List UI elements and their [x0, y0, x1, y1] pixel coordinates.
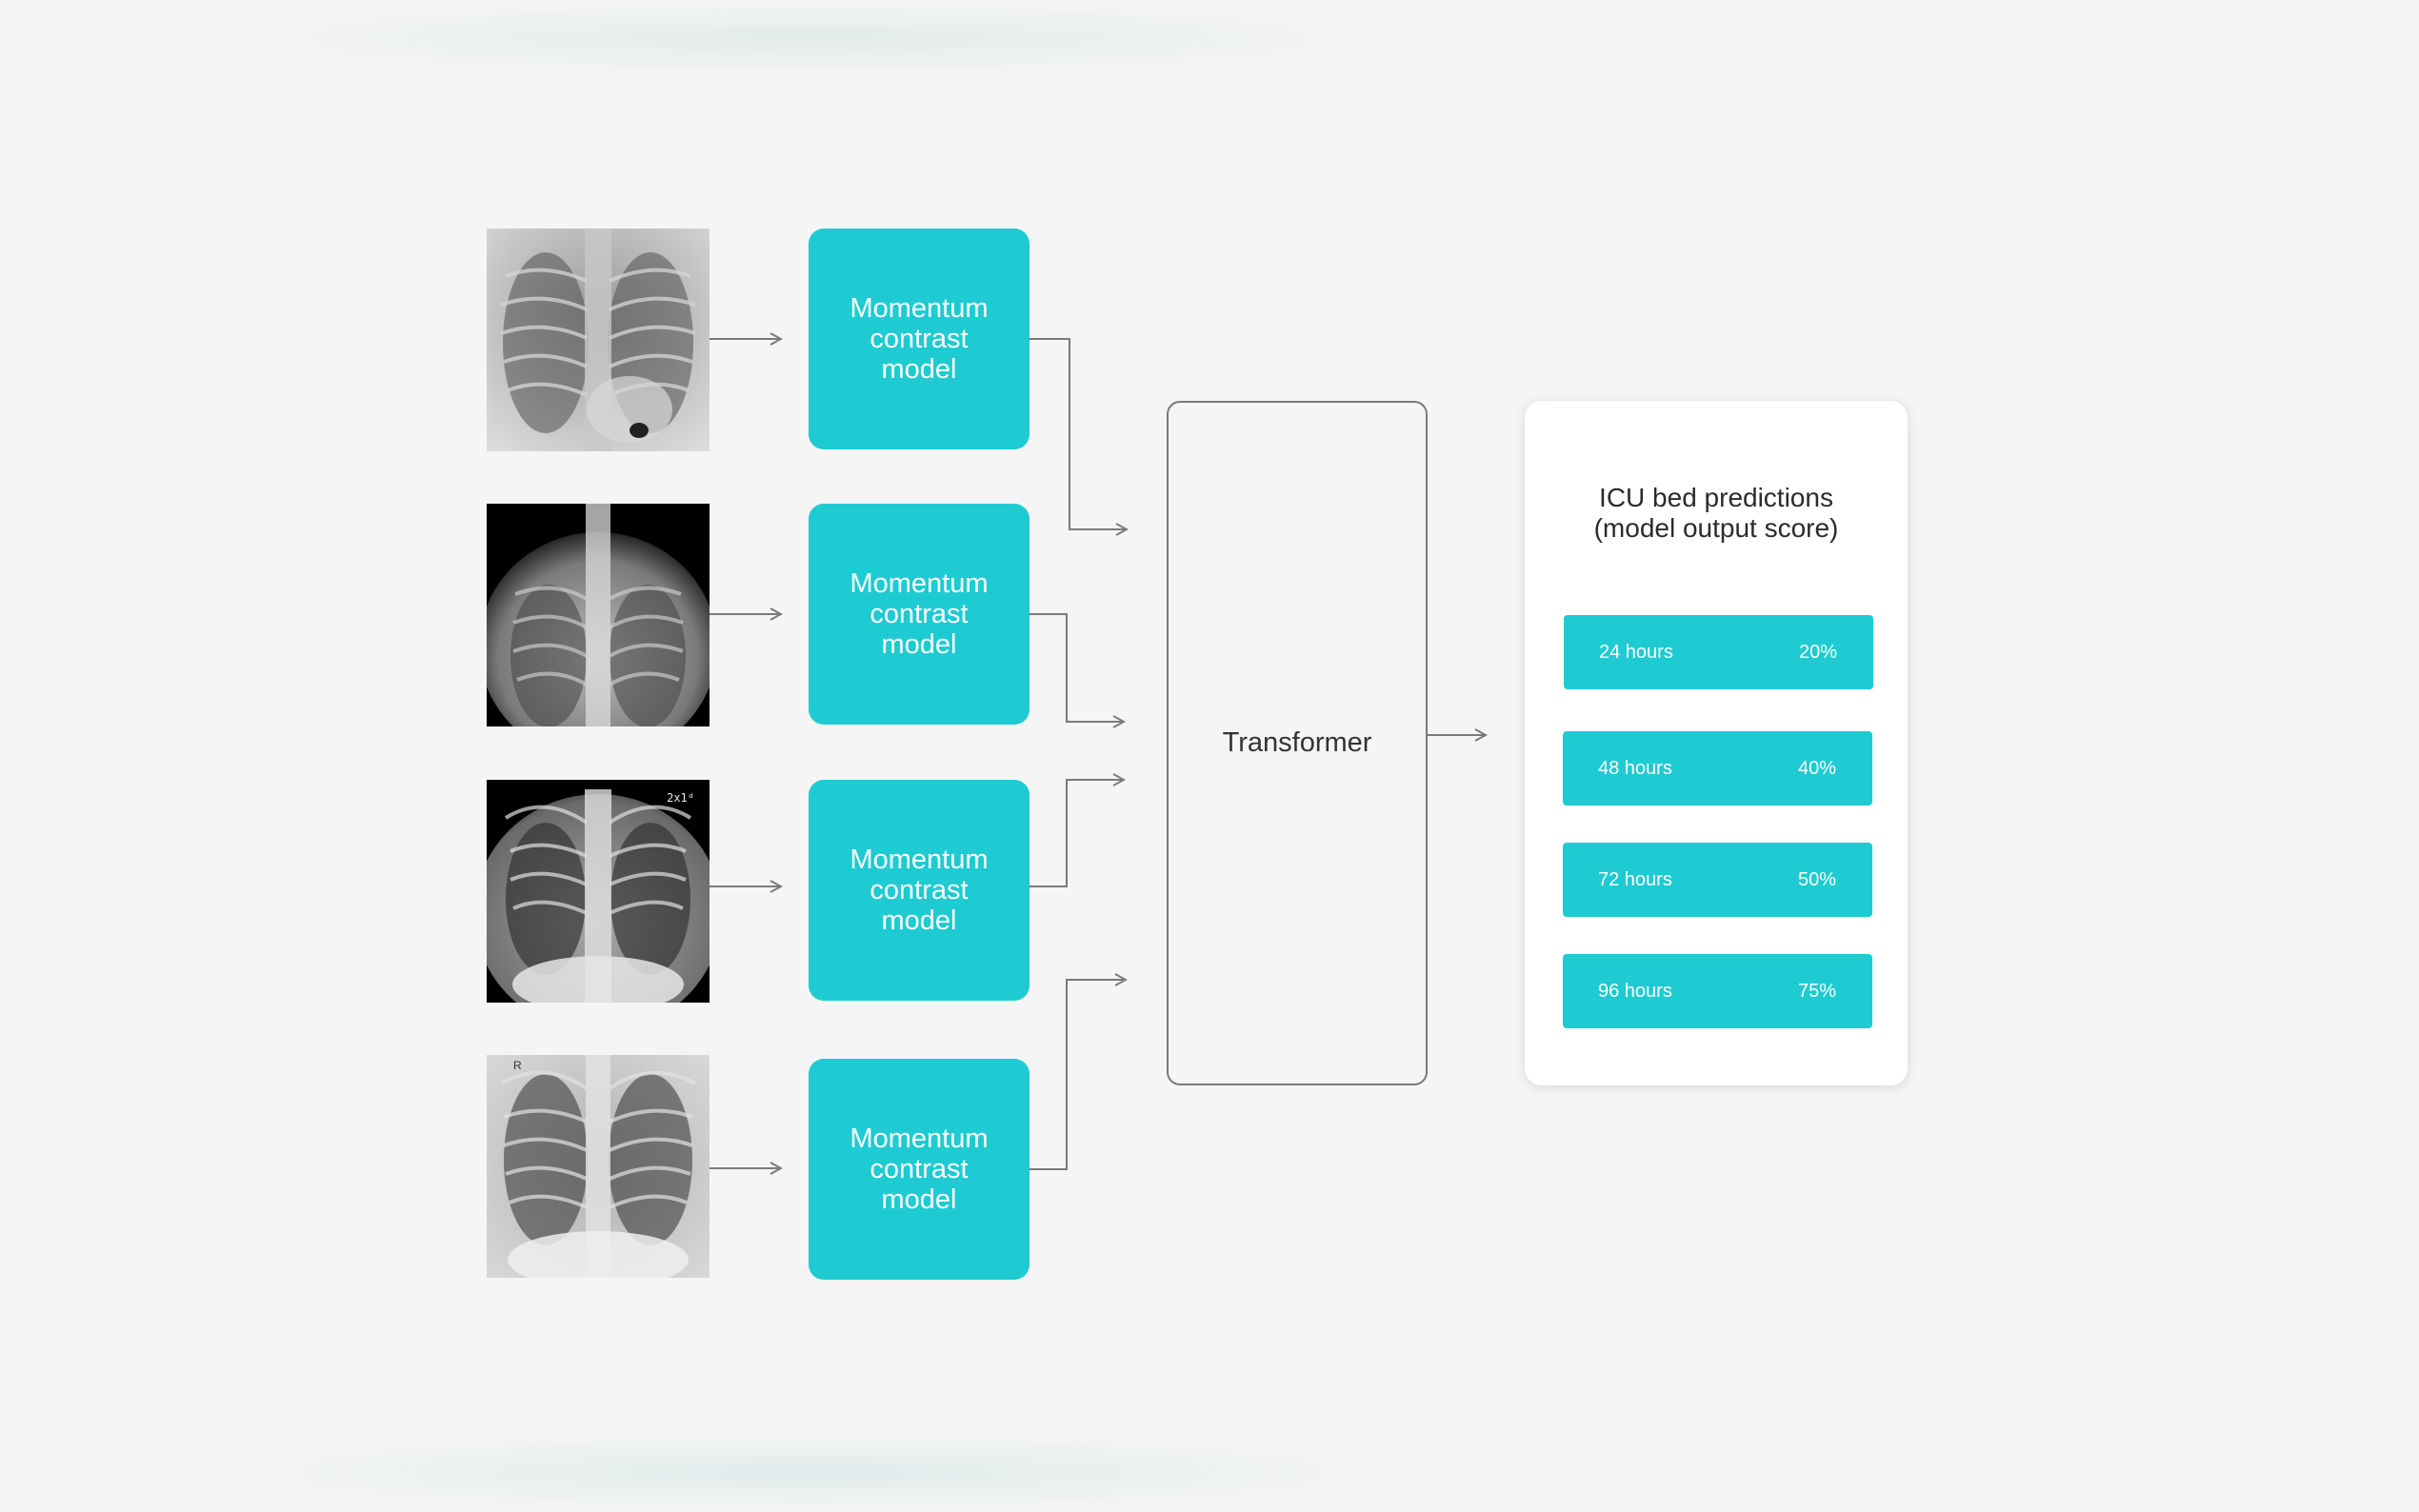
prediction-horizon: 24 hours: [1599, 642, 1673, 663]
prediction-horizon: 96 hours: [1598, 981, 1672, 1002]
transformer-block: Transformer: [1167, 401, 1428, 1085]
arrow-encoder1-to-transformer: [1030, 338, 1127, 529]
chest-xray-image-3: 2x1ᵈ: [487, 780, 710, 1003]
prediction-row-72h: 72 hours 50%: [1563, 843, 1872, 917]
arrow-encoder4-to-transformer: [1030, 980, 1126, 1170]
predictions-title: ICU bed predictions (model output score): [1593, 483, 1839, 543]
prediction-score: 40%: [1797, 758, 1836, 779]
chest-xray-image-4: R: [487, 1055, 710, 1278]
prediction-row-24h: 24 hours 20%: [1564, 615, 1873, 689]
top-shadow: [190, 0, 1429, 76]
prediction-row-96h: 96 hours 75%: [1563, 954, 1872, 1028]
xray-3-marker: 2x1ᵈ: [667, 791, 694, 805]
prediction-score: 75%: [1797, 981, 1836, 1002]
prediction-row-48h: 48 hours 40%: [1563, 731, 1872, 806]
chest-xray-image-1: [487, 229, 710, 451]
icu-predictions-card: ICU bed predictions (model output score)…: [1525, 401, 1908, 1085]
prediction-score: 50%: [1797, 869, 1836, 890]
transformer-label: Transformer: [1222, 727, 1372, 758]
arrow-encoder3-to-transformer: [1030, 780, 1124, 887]
prediction-score: 20%: [1798, 642, 1837, 663]
arrow-encoder2-to-transformer: [1030, 613, 1124, 722]
xray-4-marker: R: [513, 1059, 522, 1072]
prediction-horizon: 48 hours: [1598, 758, 1672, 779]
bottom-shadow: [190, 1433, 1429, 1512]
chest-xray-image-2: [487, 504, 710, 726]
prediction-horizon: 72 hours: [1598, 869, 1672, 890]
